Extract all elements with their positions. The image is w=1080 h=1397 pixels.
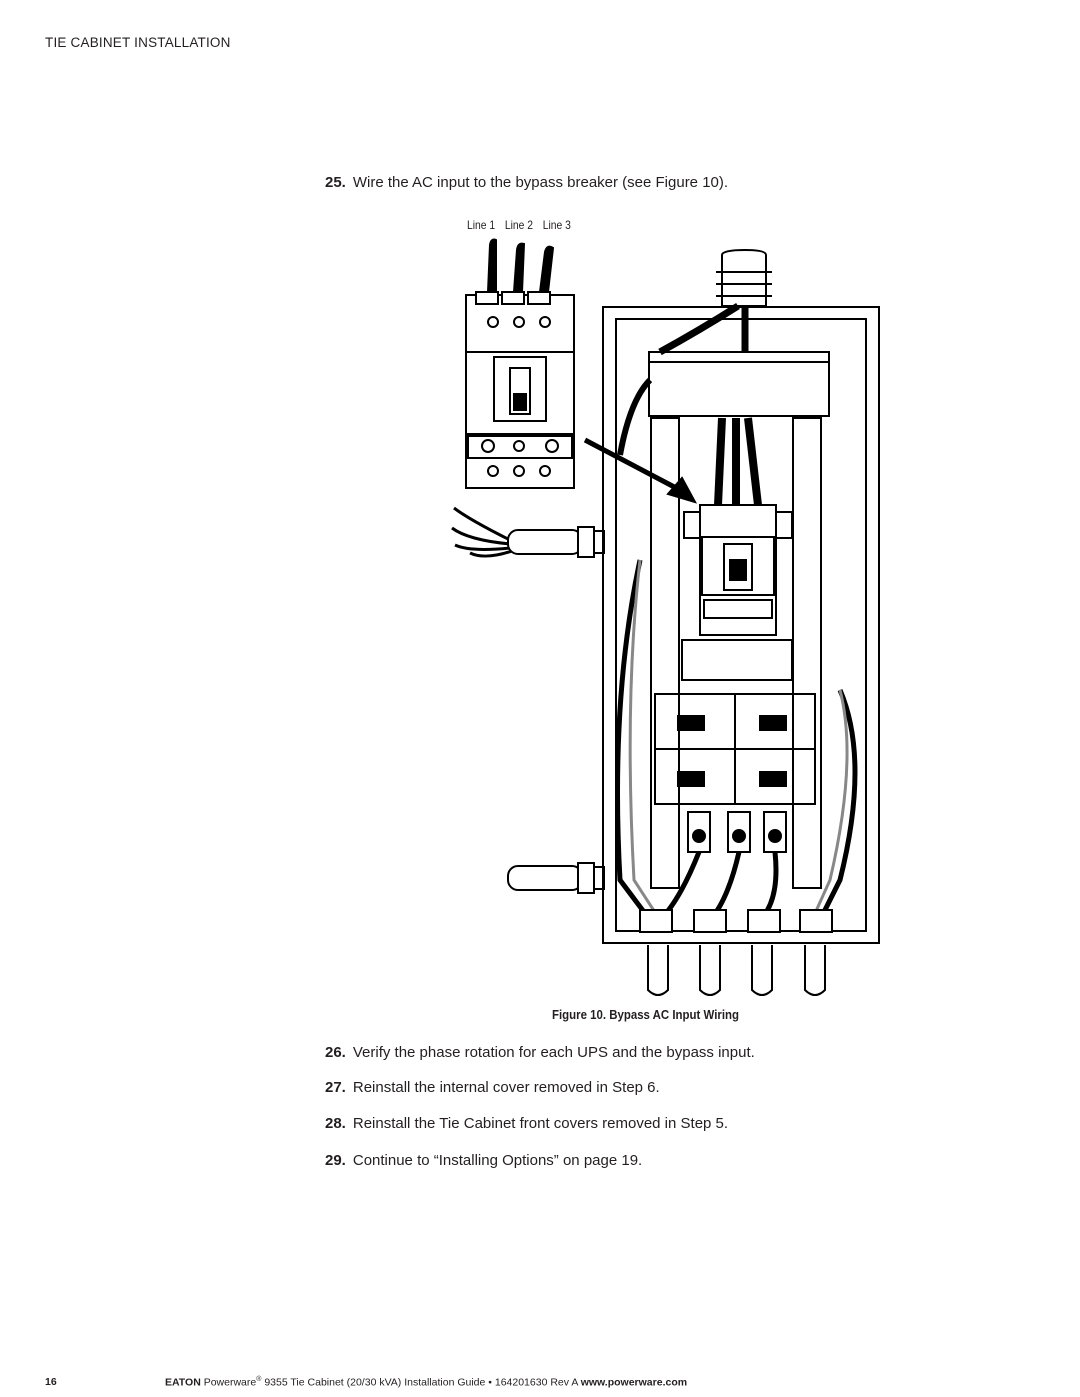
- step-text: Verify the phase rotation for each UPS a…: [352, 1044, 755, 1061]
- step-26: 26. Verify the phase rotation for each UP…: [325, 1044, 755, 1061]
- step-number: 29.: [325, 1152, 346, 1169]
- line-labels: Line 1 Line 2 Line 3: [467, 218, 578, 232]
- tie-cabinet: [602, 248, 880, 996]
- step-text: Reinstall the Tie Cabinet front covers r…: [352, 1115, 729, 1132]
- step-number: 26.: [325, 1044, 346, 1061]
- line-1-label: Line 1: [467, 218, 496, 232]
- step-text: Continue to “Installing Options” on page…: [352, 1152, 643, 1169]
- step-number: 28.: [325, 1115, 346, 1132]
- line-2-label: Line 2: [504, 218, 534, 232]
- step-text: Reinstall the internal cover removed in …: [352, 1079, 660, 1096]
- footer-text: EATON Powerware® 9355 Tie Cabinet (20/30…: [165, 1376, 687, 1389]
- figure-caption: Figure 10. Bypass AC Input Wiring: [552, 1007, 739, 1022]
- bypass-breaker-detail: [465, 238, 575, 489]
- footer-brand: EATON: [165, 1376, 201, 1389]
- line-3-label: Line 3: [542, 218, 571, 232]
- footer-title: 9355 Tie Cabinet (20/30 kVA) Installatio…: [261, 1376, 581, 1389]
- footer-product: Powerware: [203, 1376, 257, 1389]
- step-27: 27. Reinstall the internal cover removed …: [325, 1079, 660, 1096]
- step-29: 29. Continue to “Installing Options” on p…: [325, 1152, 642, 1169]
- page-number: 16: [45, 1376, 57, 1388]
- registered-mark: ®: [256, 1376, 262, 1383]
- step-28: 28. Reinstall the Tie Cabinet front cover…: [325, 1115, 728, 1132]
- pointer-arrow: [583, 437, 698, 504]
- step-number: 27.: [325, 1079, 346, 1096]
- step-25: 25. Wire the AC input to the bypass break…: [325, 174, 728, 191]
- step-text: Wire the AC input to the bypass breaker …: [352, 174, 729, 191]
- footer-url[interactable]: www.powerware.com: [580, 1376, 688, 1389]
- step-number: 25.: [325, 174, 346, 191]
- input-conductors: [451, 506, 605, 894]
- section-header: TIE CABINET INSTALLATION: [45, 35, 231, 50]
